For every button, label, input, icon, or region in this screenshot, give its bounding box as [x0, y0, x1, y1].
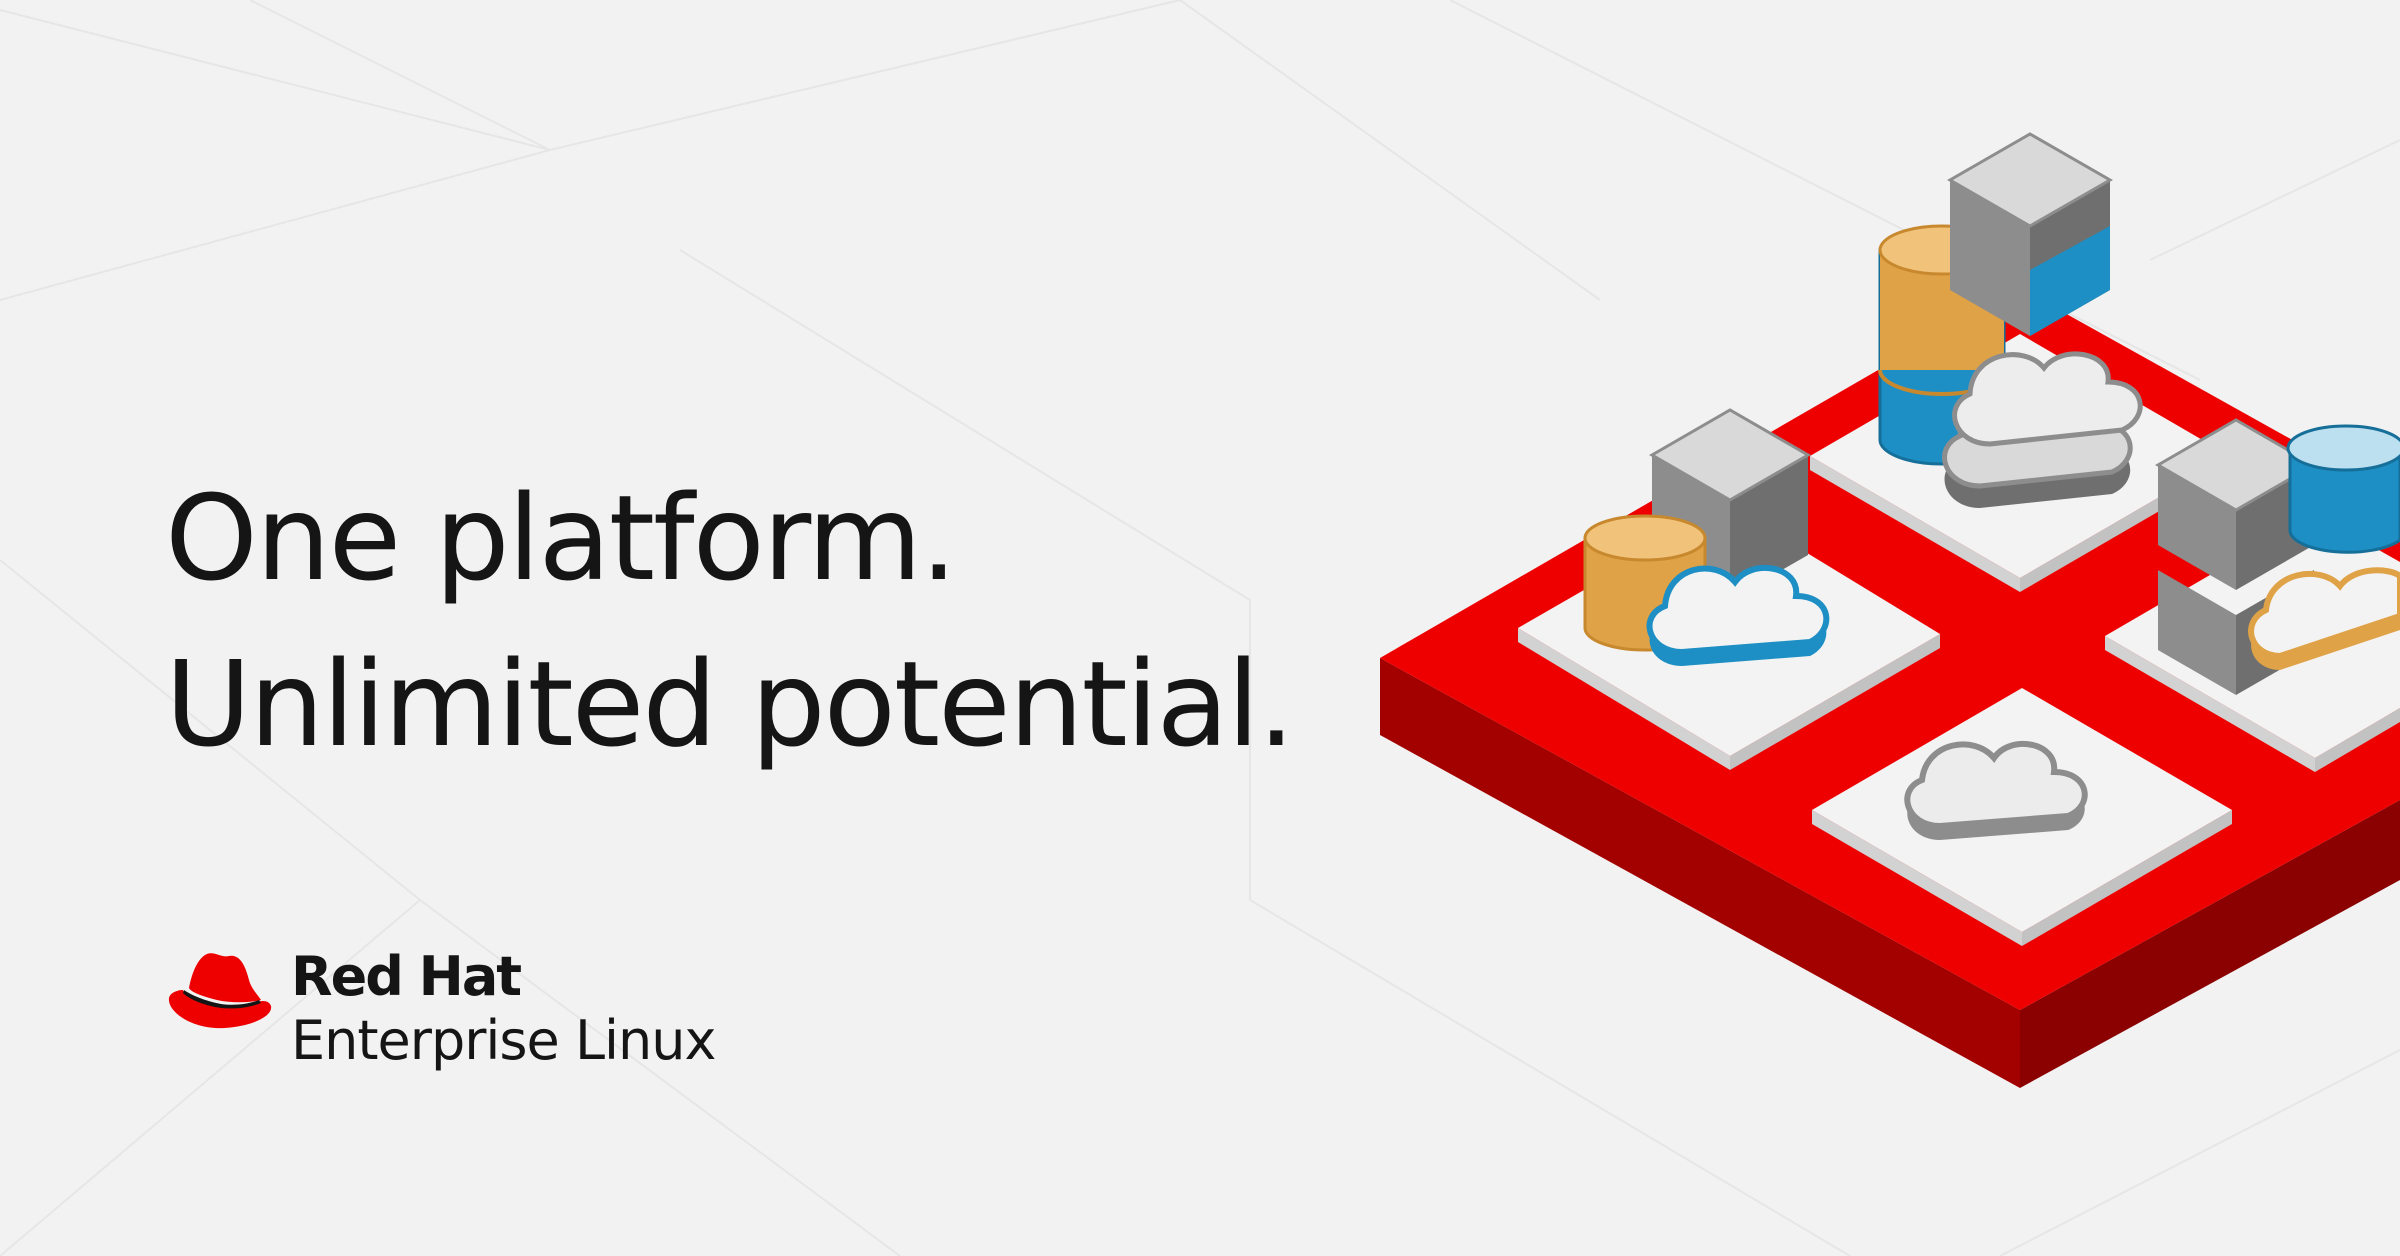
red-hat-logo-icon — [168, 953, 272, 1029]
cloud-icon — [1646, 565, 1830, 666]
platform-illustration — [1380, 132, 2400, 1088]
cube-icon — [1946, 132, 2114, 336]
cloud-icon — [1904, 741, 2088, 840]
brand-lockup: Red Hat Enterprise Linux — [165, 945, 885, 1088]
headline-line-2: Unlimited potential. — [165, 635, 1295, 773]
cloud-icon — [1942, 351, 2143, 508]
cloud-icon — [2248, 567, 2400, 670]
cube-icon — [2154, 418, 2318, 695]
headline: One platform. Unlimited potential. — [165, 455, 1295, 787]
product-name: Enterprise Linux — [291, 1009, 716, 1072]
database-icon — [2286, 424, 2400, 554]
brand-name: Red Hat — [291, 945, 522, 1008]
headline-line-1: One platform. — [165, 469, 958, 607]
